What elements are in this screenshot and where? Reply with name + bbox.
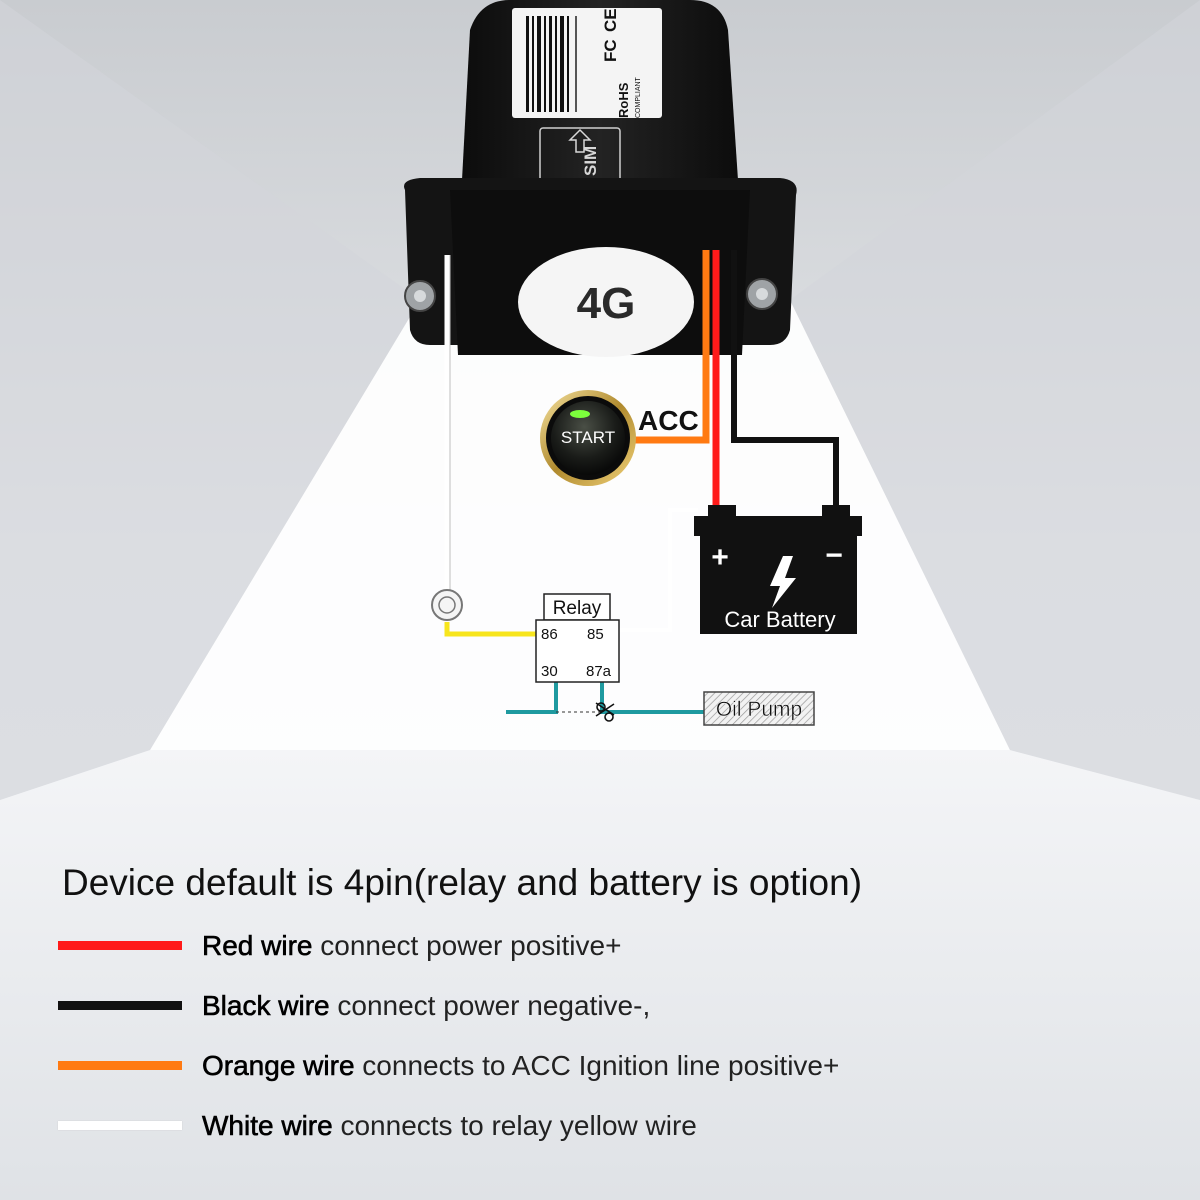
right-wall-shade [790,0,1200,800]
oil-pump-box [703,691,815,726]
battery-lid [694,516,862,536]
left-wall-shade [0,0,420,800]
relay: Relay 86 85 30 87a [535,593,620,683]
battery-negative-terminal [822,505,850,517]
acc-label: ACC [638,405,699,436]
relay-body [535,619,620,683]
scissors-icon [595,702,615,722]
label-4g-badge [518,247,694,357]
sim-label: SIM [581,146,600,176]
floor [0,750,1200,1200]
battery-minus-label: − [825,539,843,572]
fcc-mark: FC [601,39,620,62]
orange-wire [634,250,710,444]
battery-label: Car Battery [724,607,835,632]
start-indicator-light [570,410,590,418]
label-4g: 4G [577,279,636,328]
wires [444,250,839,714]
oil-pump: Oil Pump [703,691,815,726]
start-label: START [561,428,615,447]
relay-title: Relay [553,598,602,619]
battery-positive-terminal [708,505,736,517]
relay-pin-86: 86 [541,626,558,643]
ce-mark: CE [601,8,620,32]
barcode [526,16,577,112]
start-button: START [540,390,636,486]
rohs-compliant-label: COMPLIANT [635,76,642,118]
lightning-icon [770,556,796,608]
relay-title-box [543,593,611,621]
relay-pin-87a: 87a [586,663,612,680]
relay-pin-85: 85 [587,626,604,643]
white-wire-terminal [431,589,463,621]
relay-white-wire [619,508,698,632]
gps-tracker-device: FC CE RoHS COMPLIANT SIM 4G [404,0,797,357]
relay-pin-30: 30 [541,663,558,680]
battery-plus-label: + [711,541,729,574]
car-battery: + − Car Battery [694,505,862,634]
yellow-wire [444,622,538,637]
rohs-label: RoHS [616,82,631,118]
light-beam [150,300,1010,750]
oil-pump-label: Oil Pump [716,698,802,721]
black-wire [731,250,839,505]
sim-arrow-icon [568,128,592,153]
